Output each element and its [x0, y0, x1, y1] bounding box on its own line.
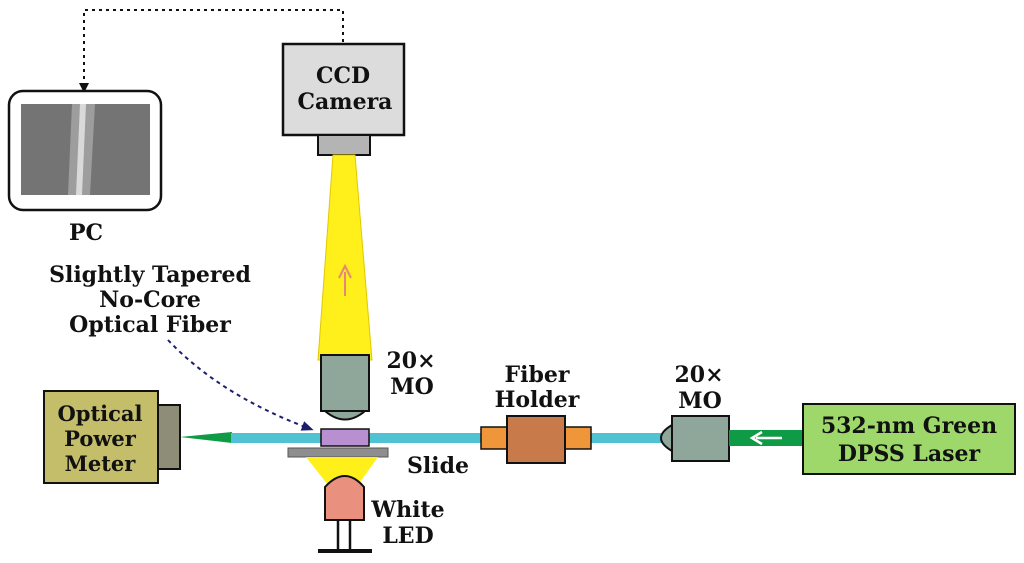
power-meter-label-line1: Optical — [57, 401, 142, 426]
objective-right — [660, 415, 730, 462]
ccd-camera-label-line1: CCD — [316, 63, 370, 89]
fiber-holder-label-line1: Fiber — [505, 362, 570, 388]
output-beam-cone — [180, 432, 232, 443]
objective-top — [320, 354, 370, 421]
ccd-camera-label-line2: Camera — [298, 89, 393, 115]
tapered-fiber-sample — [320, 428, 370, 447]
illumination-cone — [306, 457, 378, 485]
fiber-pointer-arrow — [167, 339, 314, 431]
power-meter-label-line3: Meter — [65, 451, 137, 476]
power-meter-label-line2: Power — [64, 426, 137, 451]
fiber-desc-line1: Slightly Tapered — [49, 262, 251, 288]
fiber-desc-line2: No-Core — [99, 287, 201, 313]
led-label-line1: White — [370, 497, 444, 523]
laser-label-line2: DPSS Laser — [838, 441, 981, 467]
fiber-desc-line3: Optical Fiber — [69, 312, 231, 338]
slide-label: Slide — [407, 453, 469, 479]
white-led — [318, 475, 372, 553]
pc-monitor: PC — [7, 89, 163, 246]
objective-right-label-line2: MO — [678, 388, 722, 414]
optical-power-meter: Optical Power Meter — [43, 390, 181, 484]
imaging-beam — [317, 154, 373, 361]
optical-fiber — [231, 433, 667, 443]
led-label-line2: LED — [382, 523, 433, 549]
fiber-holder-label-line2: Holder — [495, 387, 580, 413]
laser-label-line1: 532-nm Green — [821, 413, 997, 439]
laser-direction-arrow — [749, 430, 782, 446]
slide — [287, 447, 389, 458]
ccd-camera: CCD Camera — [281, 42, 406, 156]
pc-label: PC — [69, 220, 103, 246]
camera-to-pc-link — [79, 9, 344, 93]
objective-right-label-line1: 20× — [674, 362, 723, 388]
beam-direction-arrow — [338, 263, 352, 296]
objective-top-label-line1: 20× — [386, 348, 435, 374]
dpss-laser: 532-nm Green DPSS Laser — [802, 403, 1016, 475]
fiber-holder — [480, 415, 592, 464]
objective-top-label-line2: MO — [390, 374, 434, 400]
